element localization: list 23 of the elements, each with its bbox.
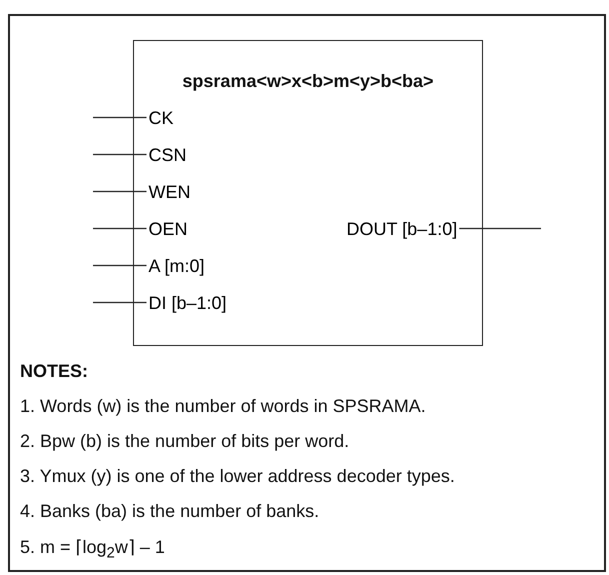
pin-name: DI [b–1:0] [146,288,229,316]
logic-symbol-box [133,40,483,346]
pin-name: DOUT [b–1:0] [344,214,460,242]
pin-line [93,154,146,156]
figure-frame [8,14,606,572]
note-text: 2. Bpw (b) is the number of bits per word. [20,431,350,452]
cell-name: spsrama<w>x<b>m<y>b<ba> [181,71,435,92]
note-text: 5. m = ⌈log$_{2}$w⌉ – 1 [20,536,165,562]
pin-line [93,190,146,192]
note-text: 1. Words (w) is the number of words in SPSRAMA. [20,396,426,417]
note-text: 4. Banks (ba) is the number of banks. [20,501,320,522]
pin-name: WEN [146,178,192,206]
pin-line [93,264,146,266]
note-text: 3. Ymux (y) is one of the lower address decoder types. [20,466,455,487]
pin-name: OEN [146,214,190,242]
notes-heading: NOTES: [20,361,88,382]
pin-name: CSN [146,140,189,168]
pin-line [93,302,146,304]
pin-name: CK [146,104,176,132]
pin-line [93,116,146,118]
pin-name: A [m:0] [146,252,207,280]
pin-line [459,228,541,230]
pin-line [93,228,146,230]
